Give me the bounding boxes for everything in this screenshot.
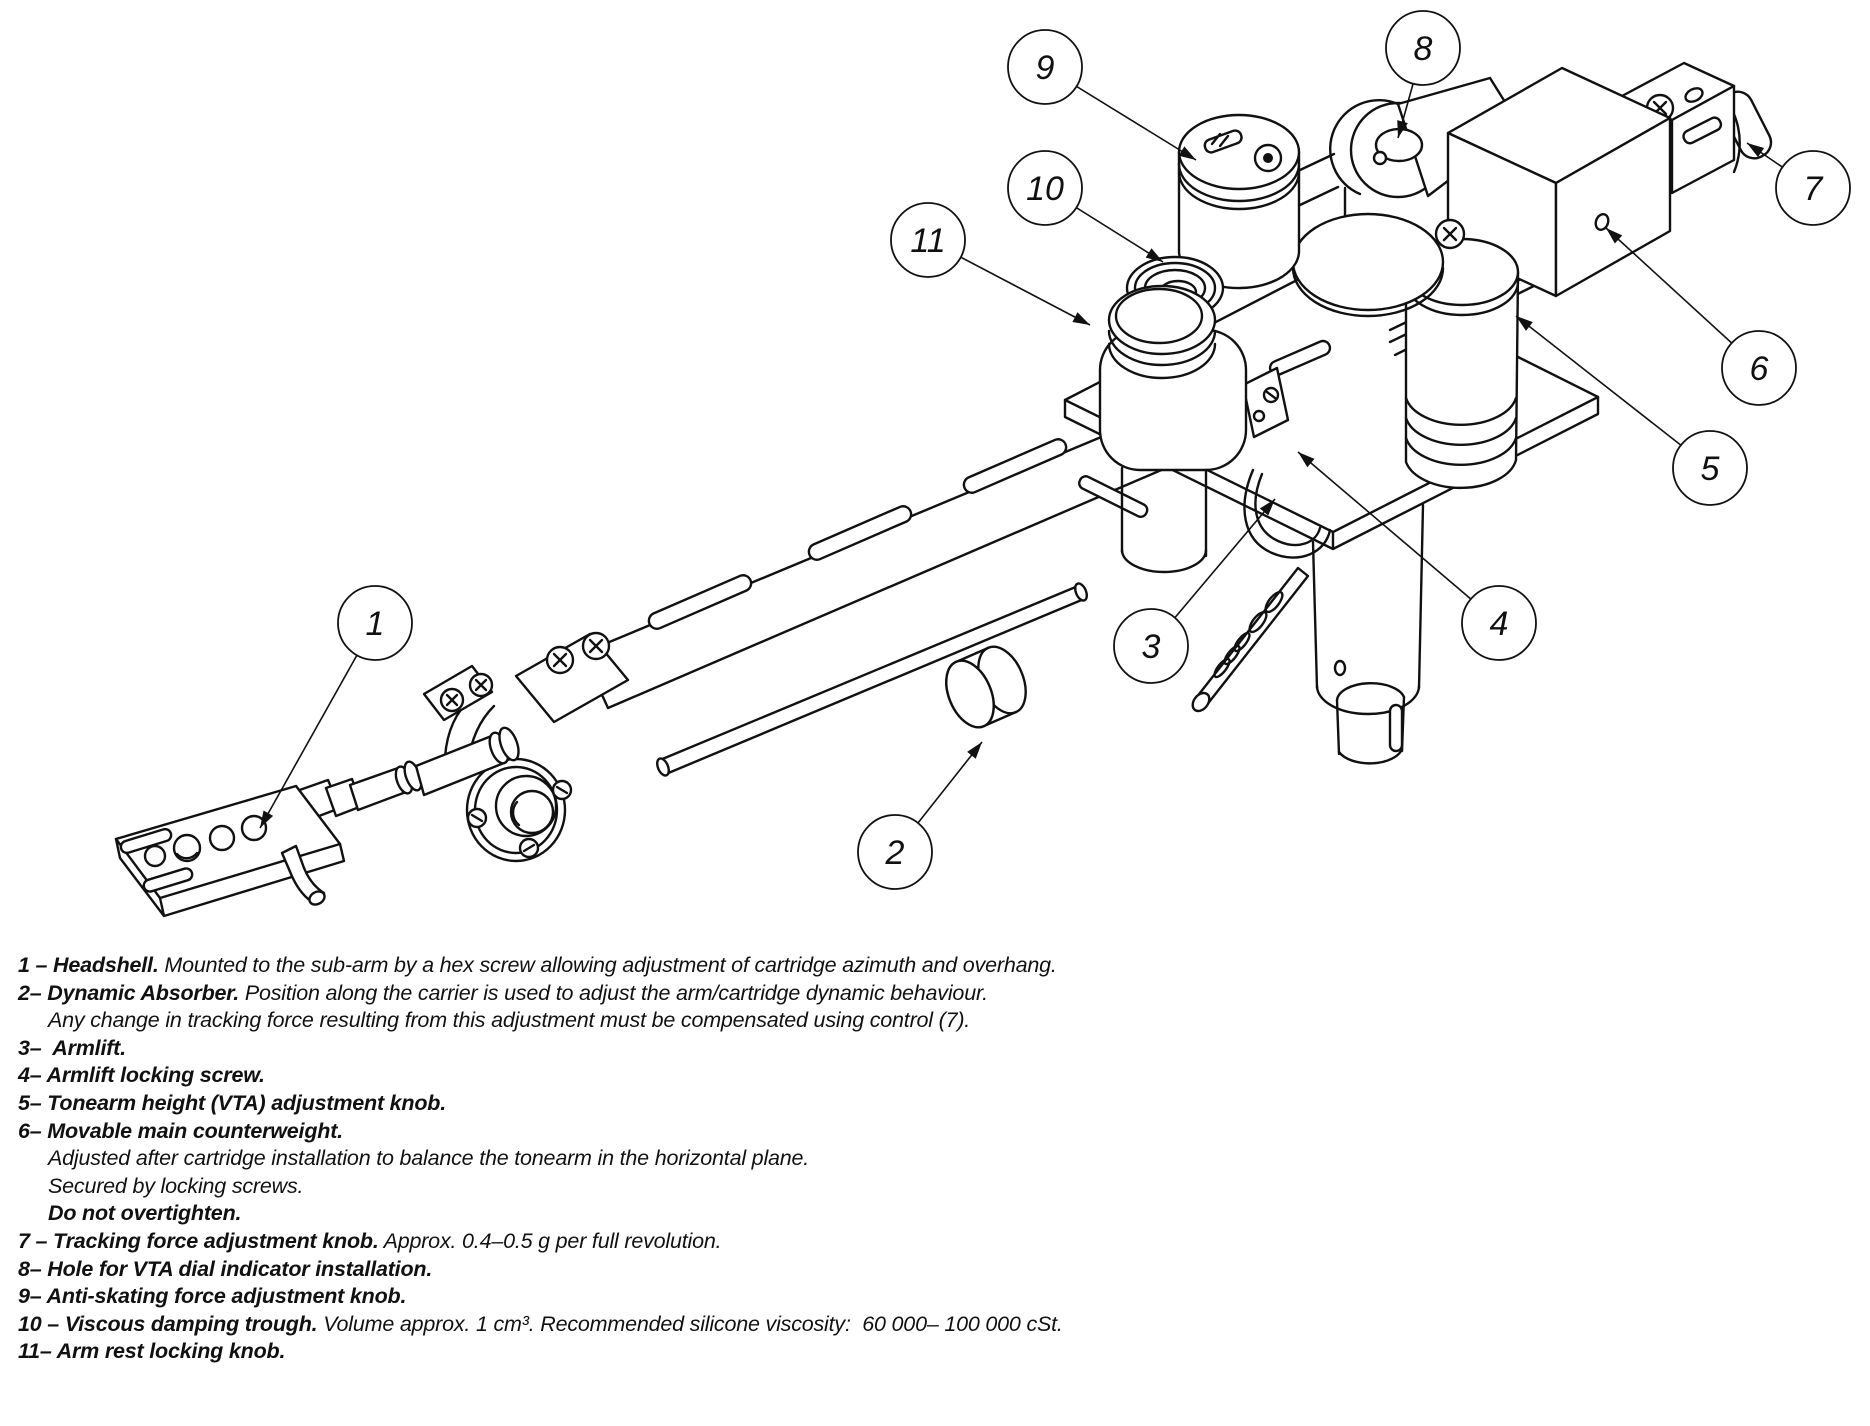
- pivot-pillar: [1311, 503, 1425, 765]
- leader-arrow: [1145, 248, 1163, 262]
- callout-circle: [1385, 10, 1461, 86]
- legend-item-5: 5– Tonearm height (VTA) adjustment knob.: [18, 1090, 1738, 1118]
- callout-circle: [1775, 150, 1851, 226]
- legend-item-7: 7 – Tracking force adjustment knob. Appr…: [18, 1228, 1738, 1256]
- carrier-bar: [514, 418, 1168, 724]
- headshell: [114, 784, 346, 918]
- counterweight-lock-hole: [1594, 213, 1610, 231]
- callout-number: 4: [1490, 605, 1509, 643]
- tonearm-diagram: 1 2 3 4 5 6 7 8 9 10 11: [114, 10, 1851, 918]
- bearing-flange: [465, 757, 573, 863]
- armlift: [1191, 366, 1332, 713]
- callout-number: 1: [366, 605, 385, 643]
- callout-number: 9: [1036, 49, 1055, 87]
- callout-circle: [1672, 430, 1748, 506]
- callout-1: 1: [259, 585, 413, 829]
- legend-term: 9– Anti-skating force adjustment knob.: [18, 1284, 407, 1309]
- legend-term: 3– Armlift.: [18, 1035, 126, 1060]
- flange-screw: [551, 779, 573, 801]
- callout-3: 3: [1113, 498, 1276, 684]
- callout-2: 2: [857, 741, 983, 890]
- legend-term: 1 – Headshell.: [18, 953, 159, 977]
- callout-layer: 1 2 3 4 5 6 7 8 9 10 11: [259, 10, 1851, 890]
- legend-term: 2– Dynamic Absorber.: [18, 980, 240, 1005]
- callout-7: 7: [1746, 142, 1851, 226]
- callout-number: 11: [910, 222, 945, 260]
- legend-description: Volume approx. 1 cm³. Recommended silico…: [317, 1311, 1063, 1336]
- plate-screw: [1434, 218, 1466, 250]
- subarm-neck: [422, 664, 496, 766]
- callout-number: 10: [1026, 170, 1064, 208]
- callout-circle: [1007, 29, 1083, 105]
- legend-item-6: 6– Movable main counterweight.: [18, 1118, 1738, 1146]
- leader-arrow: [1298, 452, 1315, 468]
- dynamic-absorber: [656, 582, 1088, 777]
- legend-note: Any change in tracking force resulting f…: [48, 1008, 971, 1033]
- leader-arrow: [1606, 228, 1623, 244]
- callout-number: 7: [1804, 170, 1824, 208]
- callout-4: 4: [1297, 451, 1537, 661]
- callout-circle: [890, 202, 966, 278]
- legend: 1 – Headshell. Mounted to the sub-arm by…: [18, 952, 1738, 1366]
- legend-term: 7 – Tracking force adjustment knob.: [18, 1228, 379, 1253]
- callout-number: 5: [1701, 450, 1720, 488]
- callout-circle: [1113, 608, 1189, 684]
- legend-item-10: 10 – Viscous damping trough. Volume appr…: [18, 1311, 1738, 1339]
- legend-term: 8– Hole for VTA dial indicator installat…: [18, 1256, 433, 1281]
- legend-description: Mounted to the sub-arm by a hex screw al…: [158, 953, 1057, 977]
- legend-note: Adjusted after cartridge installation to…: [48, 1146, 810, 1171]
- callout-10: 10: [1007, 150, 1164, 263]
- legend-term: 10 – Viscous damping trough.: [18, 1311, 318, 1336]
- legend-item-9: 9– Anti-skating force adjustment knob.: [18, 1283, 1738, 1311]
- callout-8: 8: [1385, 10, 1461, 139]
- clamp-screw: [468, 672, 494, 698]
- carrier-screw: [545, 645, 575, 675]
- leader-arrow: [1747, 143, 1765, 158]
- callout-circle: [857, 814, 933, 890]
- flange-screw: [518, 837, 540, 859]
- carrier-screw: [581, 631, 611, 661]
- antiskate-knob: [1177, 113, 1301, 290]
- leader-arrow: [1178, 146, 1196, 160]
- legend-note: Do not overtighten.: [48, 1201, 242, 1226]
- legend-note: Secured by locking screws.: [48, 1173, 304, 1198]
- legend-term: 11– Arm rest locking knob.: [18, 1339, 286, 1364]
- callout-circle: [1721, 330, 1797, 406]
- legend-item-3: 3– Armlift.: [18, 1035, 1738, 1063]
- legend-description: Approx. 0.4–0.5 g per full revolution.: [378, 1228, 722, 1253]
- clamp-screw: [439, 687, 465, 713]
- legend-item-11: 11– Arm rest locking knob.: [18, 1338, 1738, 1366]
- callout-number: 3: [1142, 628, 1161, 666]
- legend-term: 6– Movable main counterweight.: [18, 1118, 343, 1143]
- legend-item-2: 2– Dynamic Absorber. Position along the …: [18, 980, 1738, 1008]
- legend-term: 5– Tonearm height (VTA) adjustment knob.: [18, 1090, 447, 1115]
- callout-9: 9: [1007, 29, 1197, 161]
- legend-item-4: 4– Armlift locking screw.: [18, 1062, 1738, 1090]
- callout-number: 6: [1750, 350, 1769, 388]
- leader-arrow: [1397, 120, 1408, 138]
- armlift-pin: [1194, 566, 1310, 708]
- callout-number: 8: [1414, 30, 1433, 68]
- callout-circle: [1007, 150, 1083, 226]
- callout-5: 5: [1515, 315, 1748, 506]
- callout-number: 2: [885, 834, 905, 872]
- callout-circle: [1461, 585, 1537, 661]
- legend-item-8: 8– Hole for VTA dial indicator installat…: [18, 1256, 1738, 1284]
- callout-11: 11: [890, 202, 1091, 326]
- armlift-locking-screw: [1262, 386, 1280, 404]
- legend-term: 4– Armlift locking screw.: [18, 1063, 265, 1088]
- arm-rest: [1098, 284, 1248, 574]
- leader-arrow: [1072, 312, 1090, 325]
- legend-description: Position along the carrier is used to ad…: [239, 980, 988, 1005]
- leader-arrow: [1516, 316, 1533, 331]
- leader-arrow: [260, 810, 274, 828]
- leader-arrow: [1259, 499, 1275, 516]
- legend-item-1: 1 – Headshell. Mounted to the sub-arm by…: [18, 952, 1738, 980]
- callout-circle: [337, 585, 413, 661]
- leader-arrow: [967, 742, 982, 759]
- callout-6: 6: [1605, 227, 1797, 406]
- flange-screw: [466, 807, 488, 829]
